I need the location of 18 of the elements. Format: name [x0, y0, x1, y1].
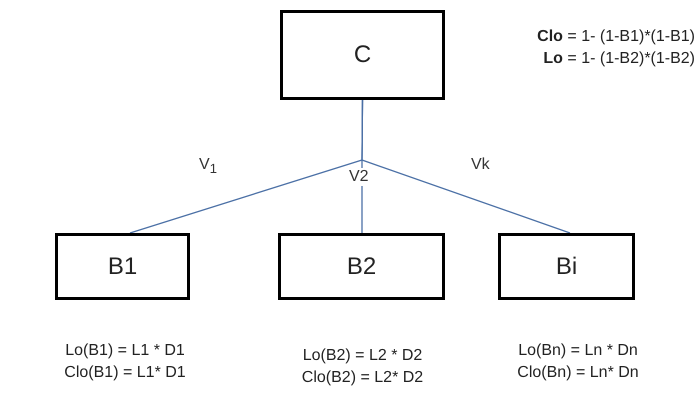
connector-line	[361, 100, 570, 234]
rectangle-node	[498, 233, 635, 300]
node-label: B2	[346, 252, 376, 280]
formula: Lo(Bn) = Ln * Dn	[517, 341, 639, 361]
rectangle-node	[55, 233, 190, 300]
rectangle-node	[278, 233, 445, 300]
formula: Clo(B1) = L1* D1	[63, 363, 187, 383]
node-label: Bi	[556, 252, 578, 280]
node-label: B1	[108, 252, 138, 280]
formula: Lo(B1) = L1 * D1	[64, 341, 186, 361]
rectangle-node	[280, 10, 445, 100]
formula: Lo(B2) = L2 * D2	[302, 346, 424, 366]
formula: Lo = 1- (1-B2)*(1-B2)	[543, 49, 695, 69]
formula: Clo(B2) = L2* D2	[300, 368, 424, 388]
node-label: C	[354, 41, 372, 69]
formula: Clo(Bn) = Ln* Dn	[516, 363, 640, 383]
formula: Clo = 1- (1-B1)*(1-B1)	[537, 27, 695, 47]
edge-label: V2	[348, 168, 370, 186]
